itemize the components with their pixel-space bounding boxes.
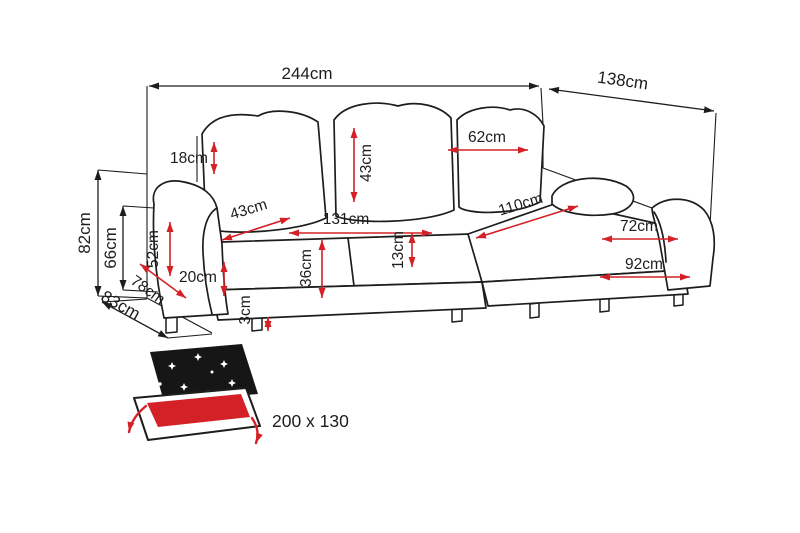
- label-right-section-width: 72cm: [620, 218, 658, 235]
- label-seat-height: 36cm: [298, 249, 315, 287]
- unfold-arrow-right-icon: [250, 416, 263, 445]
- sofa-leg: [529, 302, 540, 319]
- label-total-width: 244cm: [281, 64, 332, 83]
- witness-height-bottom: [97, 295, 148, 299]
- dim-line-seat-depth: [221, 217, 291, 241]
- unfold-arrow-left-icon: [127, 404, 148, 434]
- back-cushion-left: [201, 110, 327, 233]
- dimension-line-sofa-depth: [101, 301, 169, 339]
- inner-dimensions: [139, 128, 690, 331]
- outer-dimensions: [94, 82, 715, 339]
- label-back-cushion-gap: 18cm: [170, 150, 208, 167]
- label-chaise-depth: 138cm: [596, 68, 649, 94]
- witness-depth-bottom: [167, 333, 213, 339]
- label-armrest-height: 52cm: [145, 230, 162, 268]
- label-seat-cushion-thickness: 13cm: [390, 231, 407, 269]
- sparkle-icon: [228, 379, 236, 387]
- sparkle-dot-icon: [210, 370, 214, 374]
- witness-width-right: [540, 87, 544, 125]
- back-cushion-middle: [333, 102, 455, 223]
- bed-icon-backrest: [150, 344, 258, 402]
- label-seat-width: 131cm: [323, 211, 370, 228]
- witness-chaise-right: [709, 112, 717, 227]
- label-total-height: 82cm: [75, 212, 94, 254]
- label-backrest-height: 66cm: [101, 227, 120, 269]
- label-back-cushion-width: 62cm: [468, 129, 506, 146]
- sparkle-icon: [168, 362, 176, 370]
- sparkle-icon: [220, 360, 228, 368]
- witness-backrest-top: [122, 205, 155, 209]
- sofa-bed-icon: 200 x 130: [127, 344, 349, 445]
- seat-cushion-seam: [347, 237, 355, 287]
- label-leg-height: 3cm: [237, 295, 254, 324]
- label-back-cushion-height: 43cm: [358, 144, 375, 182]
- seat-surface: [211, 233, 483, 291]
- witness-depth-top: [101, 298, 148, 303]
- sparkle-icon: [180, 383, 188, 391]
- witness-height-top: [97, 169, 148, 175]
- right-armrest: [651, 198, 716, 291]
- dim-line-front-seat-depth: [139, 263, 187, 299]
- bed-size-label: 200 x 130: [272, 411, 349, 431]
- label-chaise-front-width: 92cm: [625, 256, 663, 273]
- sparkle-dot-icon: [158, 382, 162, 386]
- dimension-line-chaise-depth: [548, 86, 715, 114]
- sparkle-icon: [194, 353, 202, 361]
- dim-line-chaise-length: [475, 205, 579, 239]
- sofa-leg: [165, 316, 178, 334]
- bed-icon-mattress-top: [147, 394, 250, 427]
- left-armrest-inner-line: [202, 207, 218, 315]
- label-armrest-width: 20cm: [179, 269, 217, 286]
- right-armrest-inner-line: [653, 211, 667, 263]
